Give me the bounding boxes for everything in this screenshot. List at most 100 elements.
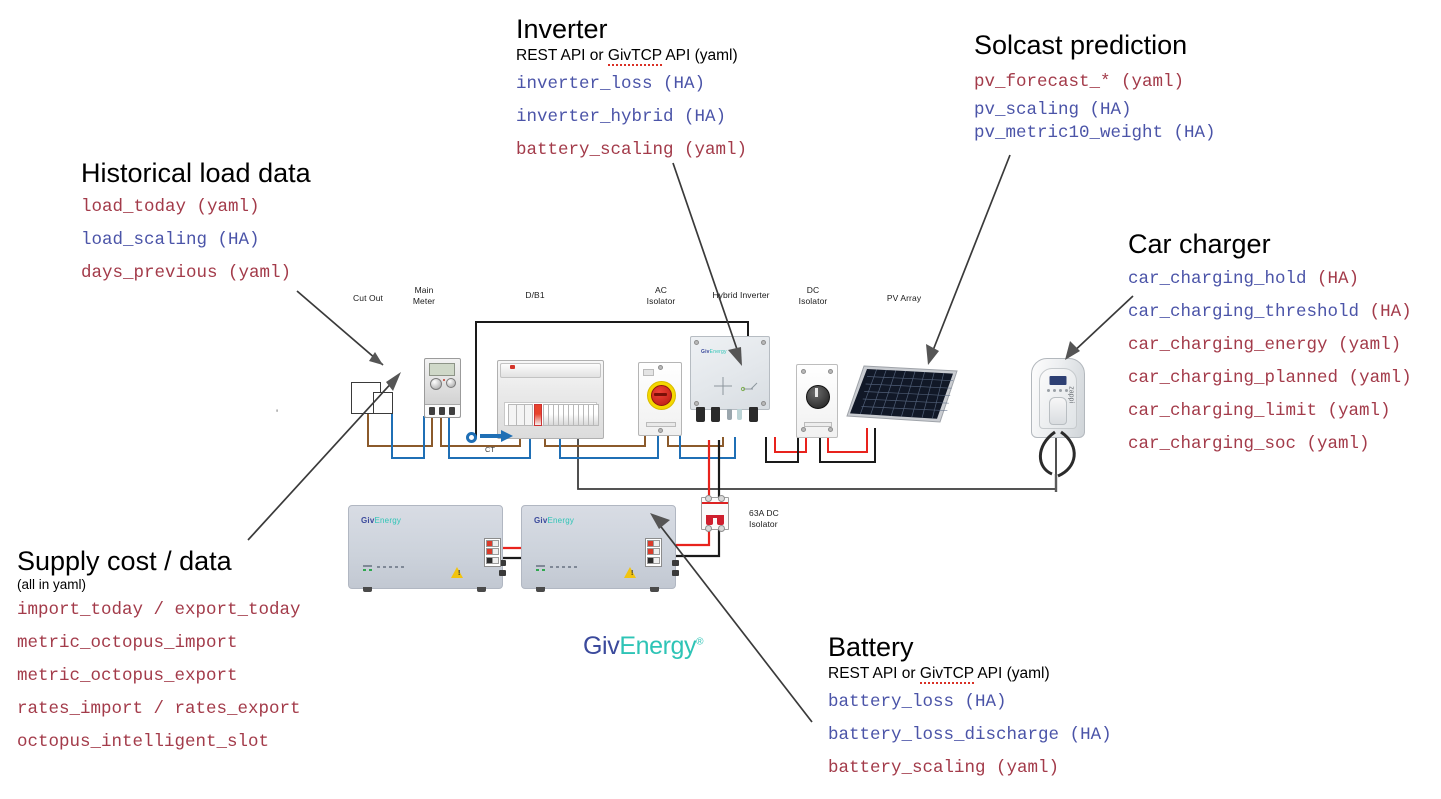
charger-button-row[interactable]: [1047, 389, 1069, 393]
battery-foot: [477, 587, 486, 592]
label-63a-dc-isolator: 63A DC Isolator: [749, 508, 779, 529]
screw-icon: [801, 369, 806, 374]
charger-display: [1049, 376, 1067, 385]
annotation-supply-cost-title: Supply cost / data: [17, 546, 232, 576]
battery-foot: [363, 587, 372, 592]
consumer-unit-db1: [497, 360, 604, 439]
annotation-solcast: Solcast prediction pv_forecast_* (yaml) …: [974, 30, 1216, 145]
ct-ring-icon: [466, 432, 477, 443]
annotation-supply-cost-note: (all in yaml): [17, 577, 87, 592]
screw-icon: [801, 427, 806, 432]
meter-dial-left: [430, 378, 442, 390]
battery-subtitle-givtcp: GivTCP: [919, 665, 974, 684]
battery-brand-logo: GivEnergy: [534, 516, 574, 525]
inverter-subtitle-post: API (yaml): [661, 47, 738, 64]
annotation-historical-load-items: load_today (yaml) load_scaling (HA) days…: [81, 191, 311, 290]
item-battery-scaling: battery_scaling (yaml): [516, 140, 748, 160]
battery-2-terminal-block: [645, 538, 662, 567]
battery-brand-giv: Giv: [534, 516, 548, 525]
pv-array-panel: [846, 364, 958, 428]
ct-label: CT: [485, 445, 495, 454]
pv-array-svg: [846, 365, 958, 423]
inverter-brand-energy: Energy: [709, 349, 727, 355]
footer-logo-registered-icon: ®: [696, 636, 704, 648]
main-switch: [534, 404, 542, 426]
meter-terminal: [449, 407, 455, 415]
mcb-terminal: [718, 495, 725, 502]
screw-icon: [694, 340, 699, 345]
annotation-battery-title: Battery: [828, 632, 914, 662]
inverter-face-graphic: [714, 377, 758, 395]
annotation-battery-items: battery_loss (HA) battery_loss_discharge…: [828, 686, 1112, 785]
annotation-car-charger-items: car_charging_hold (HA) car_charging_thre…: [1128, 263, 1412, 461]
dc-isolator-63a-mcb: [701, 495, 729, 532]
label-main-meter: Main Meter: [412, 285, 436, 306]
battery-brand-energy: Energy: [374, 516, 402, 525]
label-dc-isolator: DC Isolator: [798, 285, 828, 306]
item-metric-octopus-import: metric_octopus_import: [17, 633, 238, 653]
item-inverter-hybrid: inverter_hybrid (HA): [516, 107, 727, 127]
screw-icon: [658, 365, 663, 370]
battery-side-connector: [672, 560, 679, 566]
mcb: [593, 404, 599, 426]
annotation-solcast-title: Solcast prediction: [974, 30, 1188, 60]
item-octopus-intelligent-slot: octopus_intelligent_slot: [17, 732, 270, 752]
item-load-scaling: load_scaling (HA): [81, 230, 260, 250]
screw-icon: [761, 401, 766, 406]
battery-foot: [536, 587, 545, 592]
footer-logo-giv: Giv: [583, 632, 620, 660]
battery-led-strip: [363, 565, 409, 572]
dc-isolator-handle[interactable]: [806, 385, 830, 409]
battery-side-connector: [499, 570, 506, 576]
inverter-ac-connector: [749, 407, 758, 422]
item-days-previous: days_previous (yaml): [81, 263, 292, 283]
charger-cable: [1038, 430, 1076, 492]
label-cut-out: Cut Out: [353, 293, 383, 303]
inverter-comms-connector: [727, 409, 732, 420]
annotation-car-charger-title: Car charger: [1128, 229, 1271, 259]
item-pv-scaling: pv_scaling (HA): [974, 100, 1132, 120]
battery-brand-logo: GivEnergy: [361, 516, 401, 525]
battery-brand-giv: Giv: [361, 516, 375, 525]
ac-isolator-handle-slot: [654, 393, 667, 396]
dc-isolator-unit: [796, 364, 838, 438]
label-db1: D/B1: [525, 290, 545, 300]
label-ac-isolator: AC Isolator: [646, 285, 676, 306]
meter-display: [429, 363, 455, 376]
mcb-label-strip: [702, 502, 728, 504]
battery-subtitle-pre: REST API or: [828, 665, 920, 682]
inverter-brand-giv: Giv: [701, 349, 710, 355]
item-metric-octopus-export: metric_octopus_export: [17, 666, 238, 686]
annotation-inverter-items: inverter_loss (HA) inverter_hybrid (HA) …: [516, 68, 747, 167]
warning-exclamation-icon: !: [631, 570, 634, 577]
annotation-inverter: Inverter REST API or GivTCP API (yaml) i…: [516, 14, 747, 167]
warning-exclamation-icon: !: [458, 570, 461, 577]
footer-logo-energy: Energy: [619, 632, 697, 660]
warning-triangle-icon: [451, 567, 463, 578]
battery-unit-1: GivEnergy !: [348, 505, 506, 592]
ac-isolator-unit: [638, 362, 682, 436]
inverter-subtitle-givtcp: GivTCP: [607, 47, 662, 66]
battery-subtitle-post: API (yaml): [973, 665, 1050, 682]
meter-indicator-dot: [443, 379, 445, 381]
charger-front-panel: [1039, 368, 1077, 429]
mcb-terminal: [705, 525, 712, 532]
ac-isolator-tag: [643, 369, 654, 376]
dc-isolator-rating-label: [804, 422, 832, 427]
consumer-unit-lid: [500, 363, 601, 378]
annotation-inverter-title: Inverter: [516, 14, 608, 44]
warning-triangle-icon: [624, 567, 636, 578]
cut-out-box-secondary: [373, 392, 393, 414]
annotation-historical-load-title: Historical load data: [81, 158, 311, 188]
charger-housing: zappi: [1031, 358, 1085, 438]
charger-brand-label: zappi: [1068, 386, 1075, 403]
battery-brand-energy: Energy: [547, 516, 575, 525]
annotation-inverter-subtitle: REST API or GivTCP API (yaml): [516, 46, 747, 66]
annotation-battery-subtitle: REST API or GivTCP API (yaml): [828, 664, 1112, 684]
breaker-rail: [504, 402, 599, 426]
item-car-charging-hold: car_charging_hold (HA): [1128, 269, 1360, 289]
inverter-dc-connector: [696, 407, 705, 422]
givenergy-footer-logo: GivEnergy®: [583, 632, 703, 661]
item-battery-loss: battery_loss (HA): [828, 692, 1007, 712]
mcb-terminal: [705, 495, 712, 502]
